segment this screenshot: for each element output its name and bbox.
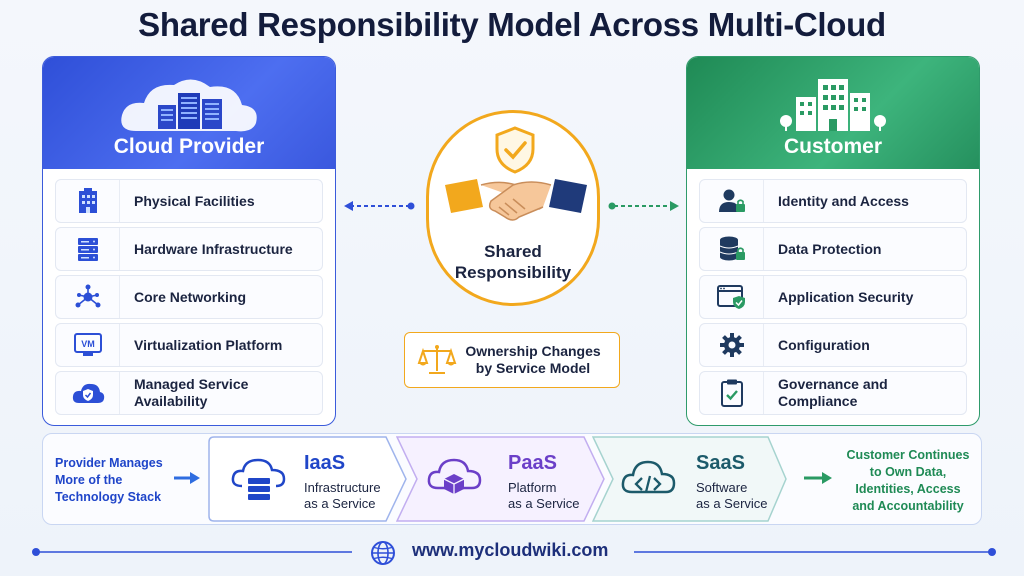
cloud-provider-title: Cloud Provider (113, 135, 265, 158)
provider-manages-text: Provider Manages More of the Technology … (55, 456, 163, 504)
provider-item-hardware: Hardware Infrastructure (55, 227, 323, 271)
provider-item-label: Virtualization Platform (134, 336, 283, 353)
customer-panel: Customer Identity and Access Data Protec… (686, 56, 980, 426)
customer-item-configuration: Configuration (699, 323, 967, 367)
customer-item-label: Configuration (778, 336, 870, 353)
provider-item-physical-facilities: Physical Facilities (55, 179, 323, 223)
provider-item-label: Hardware Infrastructure (134, 240, 293, 257)
right-arrow-icon (174, 472, 200, 484)
saas-desc-line2: as a Service (696, 496, 768, 511)
svg-text:VM: VM (81, 339, 95, 349)
customer-item-identity: Identity and Access (699, 179, 967, 223)
iaas-desc-line1: Infrastructure (304, 480, 381, 495)
paas-desc-line2: as a Service (508, 496, 580, 511)
provider-item-networking: Core Networking (55, 275, 323, 319)
saas-desc-line1: Software (696, 480, 748, 495)
server-icon (56, 228, 120, 270)
database-lock-icon (700, 228, 764, 270)
customer-item-label: Governance and Compliance (778, 376, 888, 409)
right-arrow-green-icon (804, 472, 832, 484)
page-title: Shared Responsibility Model Across Multi… (138, 6, 886, 43)
cloud-server-icon (231, 458, 286, 500)
globe-icon (371, 541, 395, 565)
paas-desc-line1: Platform (508, 480, 557, 495)
customer-item-data-protection: Data Protection (699, 227, 967, 271)
vm-icon: VM (56, 324, 120, 366)
cloud-shield-icon (56, 372, 120, 414)
app-shield-icon (700, 276, 764, 318)
shield-check-icon (495, 126, 535, 174)
cloud-provider-header: Cloud Provider (43, 57, 335, 169)
ownership-changes-box: Ownership Changes by Service Model (404, 332, 620, 388)
customer-item-label: Data Protection (778, 240, 882, 257)
provider-item-label: Core Networking (134, 288, 247, 305)
hub-text: Shared Responsibility (454, 242, 572, 282)
customer-arrow (608, 201, 679, 211)
network-icon (56, 276, 120, 318)
cloud-provider-panel: Cloud Provider Physical Facilities Hardw… (42, 56, 336, 426)
building-icon (56, 180, 120, 222)
iaas-desc-line2: as a Service (304, 496, 376, 511)
customer-continues-text: Customer Continues to Own Data, Identiti… (846, 448, 970, 513)
saas-name: SaaS (696, 452, 745, 474)
footer-url[interactable]: www.mycloudwiki.com (412, 540, 609, 560)
customer-item-label: Application Security (778, 288, 914, 305)
shared-responsibility-label: Shared Responsibility (429, 241, 597, 283)
ownership-changes-label: Ownership Changes by Service Model (465, 343, 601, 376)
customer-title: Customer (783, 135, 883, 158)
footer-line (32, 548, 996, 556)
provider-item-label: Managed Service Availability (134, 376, 249, 409)
cloud-code-icon (621, 460, 676, 494)
customer-item-label: Identity and Access (778, 192, 909, 209)
office-buildings-icon (687, 69, 979, 135)
provider-items: Physical Facilities Hardware Infrastruct… (43, 169, 335, 415)
paas-name: PaaS (508, 452, 557, 474)
iaas-name: IaaS (304, 452, 346, 474)
customer-item-governance: Governance and Compliance (699, 371, 967, 415)
provider-item-virtualization: VM Virtualization Platform (55, 323, 323, 367)
provider-arrow (344, 201, 415, 211)
cloud-box-icon (427, 458, 482, 494)
customer-items: Identity and Access Data Protection Appl… (687, 169, 979, 415)
clipboard-check-icon (700, 372, 764, 414)
gear-icon (700, 324, 764, 366)
provider-item-label: Physical Facilities (134, 192, 255, 209)
provider-item-managed-service: Managed Service Availability (55, 371, 323, 415)
scales-icon (417, 345, 457, 374)
cloud-datacenter-icon (43, 69, 335, 135)
handshake-icon (445, 179, 587, 221)
user-lock-icon (700, 180, 764, 222)
shared-responsibility-hub: Shared Responsibility (426, 110, 600, 306)
customer-header: Customer (687, 57, 979, 169)
customer-item-app-security: Application Security (699, 275, 967, 319)
